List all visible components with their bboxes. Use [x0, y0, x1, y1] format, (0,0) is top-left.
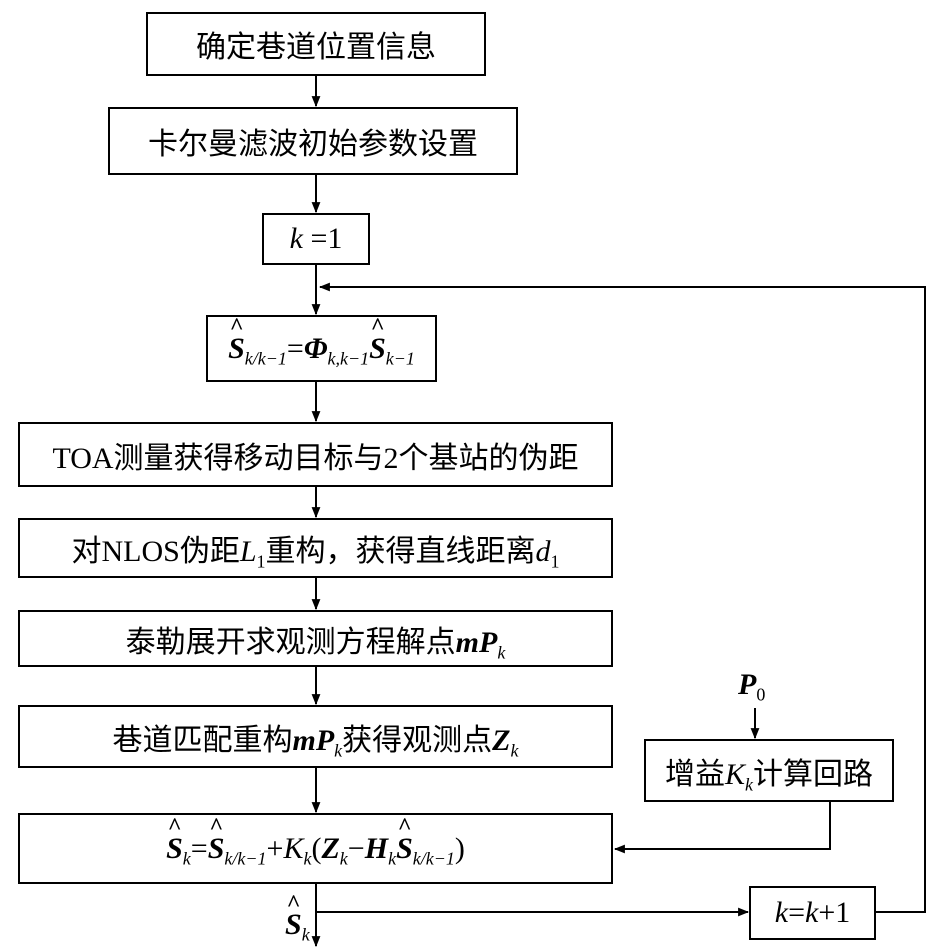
step-taylor-solution: 泰勒展开求观测方程解点mPk — [18, 610, 613, 667]
step-state-update: Sk=Sk/k−1+Kk(Zk−HkSk/k−1) — [18, 813, 613, 884]
step-k-increment: k=k+1 — [749, 886, 876, 940]
arrow-gain-s9 — [613, 802, 831, 854]
loop-back-line — [318, 282, 926, 913]
step-roadway-matching: 巷道匹配重构mPk获得观测点Zk — [18, 705, 613, 768]
step-nlos-reconstruct: 对NLOS伪距L1重构，获得直线距离d1 — [18, 518, 613, 578]
step-determine-roadway-info: 确定巷道位置信息 — [146, 12, 486, 76]
step-kalman-init: 卡尔曼滤波初始参数设置 — [108, 107, 518, 175]
step-k-equals-1: k =1 — [262, 213, 370, 265]
step-toa-measurement: TOA测量获得移动目标与2个基站的伪距 — [18, 422, 613, 487]
output-s-hat-k: Sk — [285, 891, 310, 944]
p0-label: P0 — [738, 668, 766, 705]
gain-calculation-loop: 增益Kk计算回路 — [644, 739, 894, 802]
step-state-prediction: Sk/k−1=Φk,k−1Sk−1 — [206, 314, 437, 382]
